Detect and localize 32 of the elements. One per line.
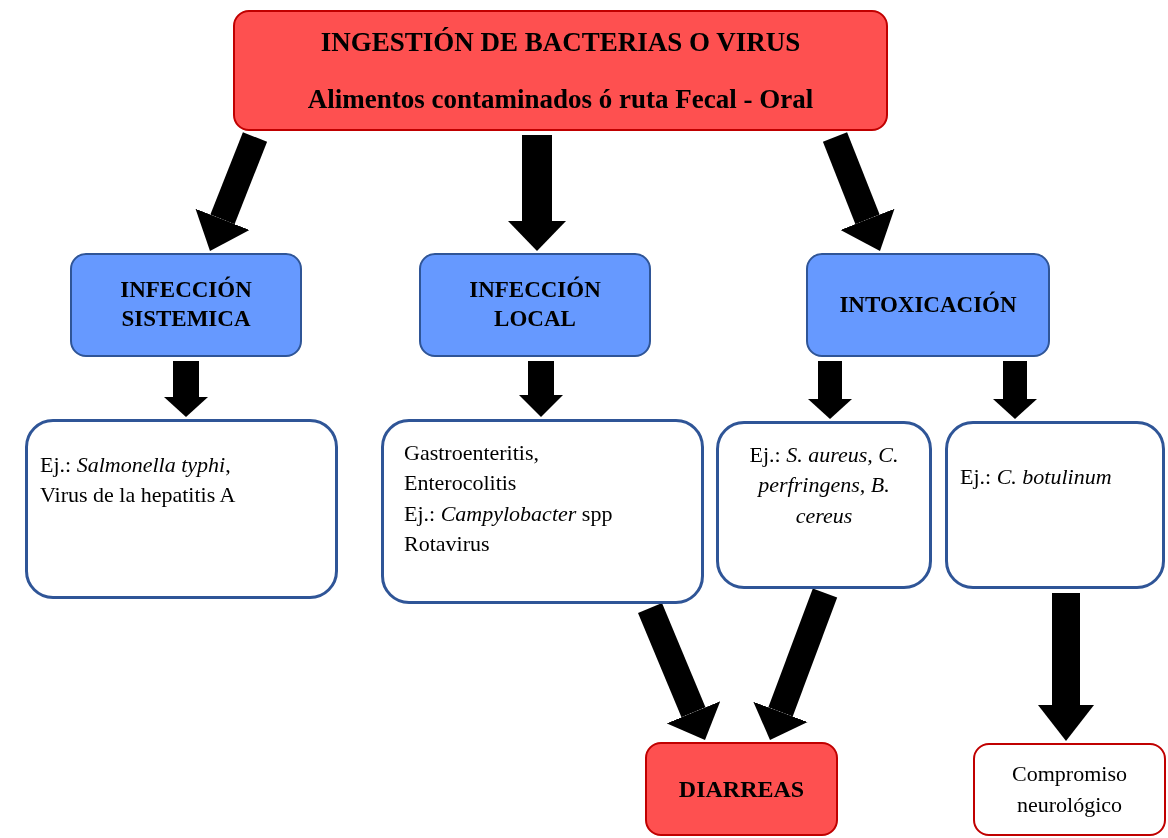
category-box [419,253,651,357]
node-text: INFECCIÓN LOCAL [468,276,602,333]
block-arrow [164,361,208,417]
node-text: Alimentos contaminados ó ruta Fecal - Oral [307,82,814,116]
start-box [233,10,888,131]
node-text: DIARREAS [678,775,805,804]
node-text: INGESTIÓN DE BACTERIAS O VIRUS [320,26,801,59]
block-arrow [753,588,838,740]
category-box [70,253,302,357]
block-arrow [508,135,566,251]
node-text: INTOXICACIÓN [839,290,1017,319]
node-text: Ej.: C. botulinum [960,463,1112,491]
example-box [25,419,338,599]
block-arrow [822,132,895,251]
block-arrow [808,361,852,419]
result-box [973,743,1166,836]
node-text: Ej.: S. aureus, C. perfringens, B. cereus [748,441,900,530]
block-arrow [638,603,721,740]
example-box [716,421,932,589]
category-box [806,253,1050,357]
result-box [645,742,838,836]
node-text: Gastroenteritis, Enterocolitis [404,439,541,498]
block-arrow [519,361,563,417]
block-arrow [1038,593,1094,741]
example-box [381,419,704,604]
node-text: INFECCIÓN SISTEMICA [119,276,253,333]
node-text: Ej.: Salmonella typhi, Virus de la hepatitis A [40,451,237,510]
node-text: Ej.: Campylobacter spp Rotavirus [404,499,614,558]
block-arrow [993,361,1037,419]
block-arrow [195,132,268,251]
example-box [945,421,1165,589]
node-text: Compromiso neurológico [1011,760,1128,819]
